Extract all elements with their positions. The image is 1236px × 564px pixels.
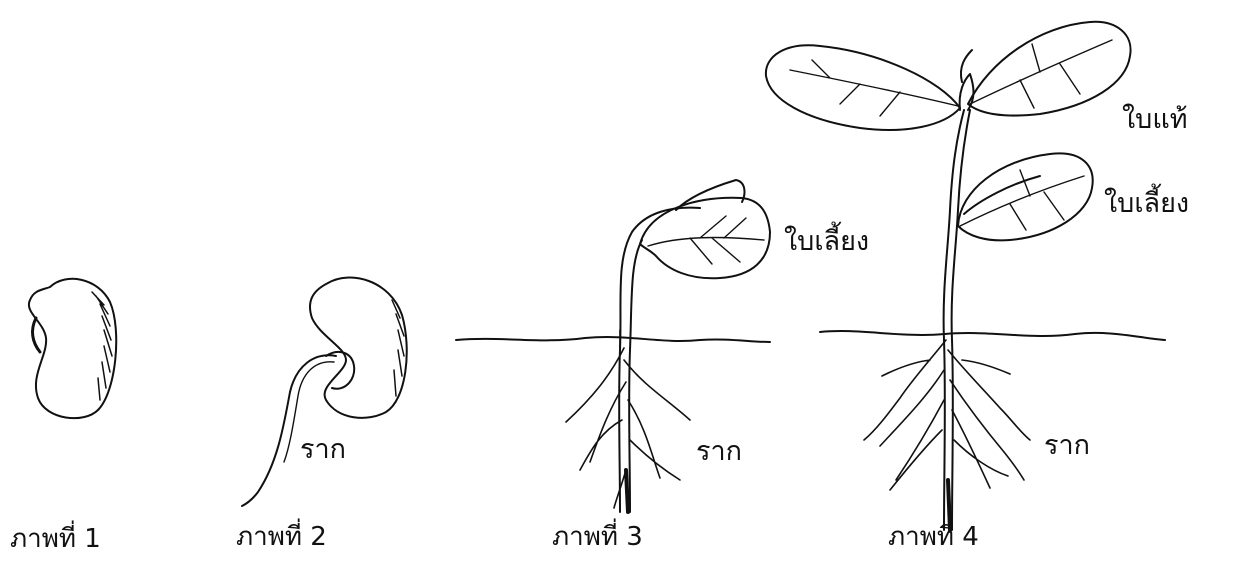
stage-2-caption: ภาพที่ 2 [236, 524, 327, 550]
stage-4-stem-2 [952, 110, 970, 530]
stage-3-cotyledon-veins [648, 216, 764, 264]
stage-3-root-label: ราก [696, 438, 742, 465]
seed-2-outline [310, 278, 407, 418]
stage-4-right-leaf-veins [970, 40, 1112, 108]
stage-2-root-label: ราก [300, 436, 346, 463]
stage-4-soil-line [820, 331, 1165, 340]
seed-1-outline [29, 279, 116, 418]
stage-4-left-leaf-veins [790, 60, 958, 116]
stage-3-cotyledon-label: ใบเลี้ยง [784, 228, 869, 255]
stage-4-bud [960, 50, 974, 110]
stage-1-seed [29, 279, 116, 418]
stage-3-stem-2 [629, 240, 642, 512]
stage-3-cotyledon-top [676, 180, 744, 210]
seed-1-shading [92, 292, 112, 400]
stage-2-seed [242, 278, 407, 506]
stage-4-cotyledon-label: ใบเลี้ยง [1104, 190, 1189, 217]
stage-4-right-true-leaf [968, 22, 1131, 116]
stage-1-caption: ภาพที่ 1 [10, 526, 101, 552]
stage-3-caption: ภาพที่ 3 [552, 524, 643, 550]
stage-4-cotyledon-veins [960, 170, 1084, 230]
stage-4-root-label: ราก [1044, 432, 1090, 459]
stage-3-soil-line [456, 337, 770, 342]
stage-4-true-leaf-label: ใบแท้ [1122, 106, 1188, 133]
seed-2-radicle [242, 355, 336, 506]
stage-3-taproot-tip [626, 470, 628, 512]
stage-4-roots [864, 340, 1030, 490]
stage-4-left-true-leaf [766, 45, 960, 130]
stage-4-caption: ภาพที่ 4 [888, 524, 979, 550]
stage-4-seedling [766, 22, 1165, 530]
